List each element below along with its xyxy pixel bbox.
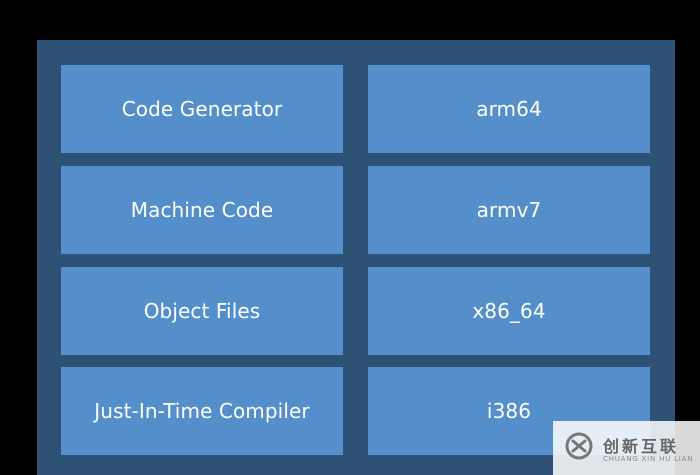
- cell-label: x86_64: [472, 299, 546, 323]
- cell-label: Machine Code: [130, 198, 274, 222]
- cell-armv7: armv7: [368, 166, 650, 254]
- cell-label: armv7: [476, 198, 542, 222]
- cell-label: Just-In-Time Compiler: [94, 399, 310, 423]
- watermark-subtext: CHUANG XIN HU LIAN: [603, 455, 694, 463]
- cell-x86-64: x86_64: [368, 267, 650, 355]
- watermark-text: 创新互联: [603, 437, 680, 456]
- cell-jit-compiler: Just-In-Time Compiler: [61, 367, 343, 455]
- cell-code-generator: Code Generator: [61, 65, 343, 153]
- chuangxin-logo-icon: [565, 432, 593, 460]
- cell-arm64: arm64: [368, 65, 650, 153]
- cell-label: Code Generator: [121, 97, 283, 121]
- cell-label: i386: [486, 399, 532, 423]
- cell-label: arm64: [476, 97, 542, 121]
- watermark: 创新互联 CHUANG XIN HU LIAN: [553, 421, 700, 475]
- cell-object-files: Object Files: [61, 267, 343, 355]
- cell-machine-code: Machine Code: [61, 166, 343, 254]
- cell-label: Object Files: [143, 299, 261, 323]
